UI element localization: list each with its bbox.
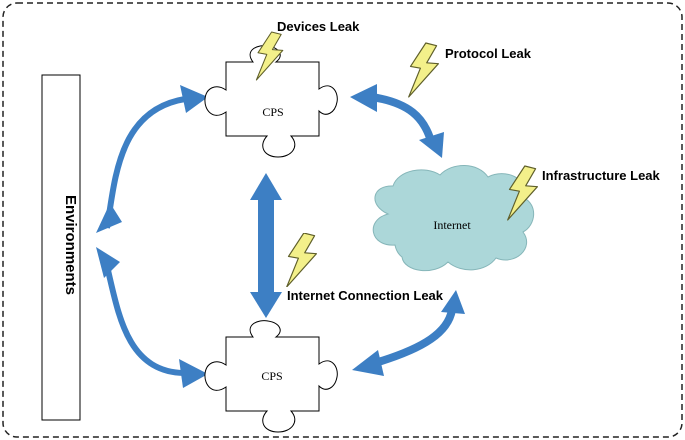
cps-bottom-puzzle: CPS (204, 320, 338, 433)
protocol-leak-label: Protocol Leak (445, 46, 532, 61)
arrowhead-bottom-cps-left (179, 359, 208, 388)
arrowhead-env-upper (96, 203, 122, 233)
arrow-env-top-cps (104, 96, 186, 229)
internet-label: Internet (433, 218, 471, 232)
arrowhead-vertical-up (250, 173, 282, 200)
devices-leak-label: Devices Leak (277, 19, 360, 34)
environments-label: Environments (62, 195, 79, 295)
arrowhead-internet-bottom (441, 290, 465, 314)
lightning-bolt-icon (408, 42, 440, 98)
infrastructure-leak-label: Infrastructure Leak (542, 168, 661, 183)
arrow-vertical-shaft (258, 198, 274, 298)
internet-connection-leak-label: Internet Connection Leak (287, 288, 444, 303)
lightning-bolt-icon (285, 233, 318, 287)
arrows (96, 84, 465, 388)
arrowhead-top-cps-right (350, 84, 377, 112)
arrowhead-env-lower (96, 247, 120, 278)
arrowhead-internet-top (419, 132, 444, 158)
arrow-env-bottom-cps (103, 261, 185, 376)
cps-top-label: CPS (262, 105, 283, 119)
puzzle-piece-icon (204, 320, 338, 433)
arrowhead-bottom-cps-right (352, 350, 384, 376)
arrow-top-cps-internet (371, 93, 434, 140)
arrowhead-vertical-down (250, 292, 282, 318)
arrow-bottom-cps-internet (373, 309, 456, 367)
arrowhead-top-cps-left (180, 85, 208, 113)
environments-box: Environments (41, 74, 81, 421)
cps-bottom-label: CPS (261, 369, 282, 383)
